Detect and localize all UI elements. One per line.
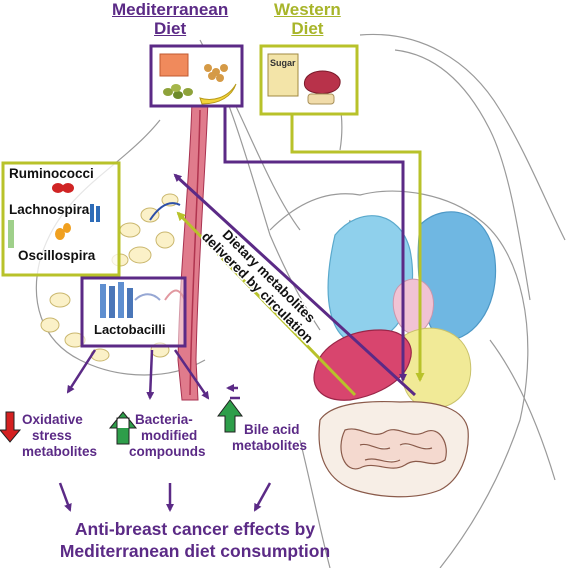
steak-icon: [303, 70, 341, 94]
effect-line: Oxidative: [22, 412, 83, 427]
mediterranean-diet-box: [149, 44, 244, 108]
bacteria-oscillospira: Oscillospira: [18, 248, 96, 263]
mediterranean-title-line1: Mediterranean: [112, 0, 229, 19]
effect-bacteria-modified: Bacteria- modified compounds: [129, 412, 206, 460]
sugar-label: Sugar: [270, 58, 296, 68]
heart: [392, 278, 434, 335]
liver: [313, 329, 412, 401]
stomach: [400, 327, 472, 409]
olives-icon: [163, 88, 173, 96]
mediterranean-diet-title: Mediterranean Diet: [112, 0, 228, 38]
effect-line: metabolites: [22, 444, 98, 459]
bread-icon: [307, 93, 335, 105]
salmon-icon: [159, 53, 189, 77]
circulation-label: Dietary metabolites delivered by circula…: [197, 225, 319, 347]
organs: [313, 211, 497, 498]
effect-oxidative-stress: Oxidative stress metabolites: [22, 412, 97, 460]
lachnospira-icon: [90, 204, 94, 222]
mediterranean-pathway: [173, 106, 417, 397]
bacteria-ruminococci: Ruminococci: [9, 166, 94, 181]
effect-line: metabolites: [232, 438, 308, 453]
conclusion-text: Anti-breast cancer effects by Mediterran…: [45, 518, 345, 562]
oscillospira-icon: [8, 220, 14, 248]
intestines: [318, 401, 469, 498]
circulation-label-line1: Dietary metabolites: [220, 227, 319, 326]
conclusion-line1: Anti-breast cancer effects by: [74, 519, 316, 539]
nuts-icon: [204, 64, 212, 72]
down-arrow-icon: [0, 411, 22, 443]
conclusion-arrows: [58, 482, 272, 512]
banana-icon: [199, 83, 237, 105]
mediterranean-title-line2: Diet: [154, 19, 187, 38]
western-diet-title: Western Diet: [274, 0, 341, 38]
bacteria-lachnospira: Lachnospira: [9, 202, 90, 217]
western-title-line1: Western: [274, 0, 341, 19]
effect-line: stress: [32, 428, 72, 443]
up-arrow-icon: [108, 411, 138, 429]
bacteria-lactobacilli: Lactobacilli: [92, 322, 168, 337]
ruminococci-icon: [52, 183, 64, 193]
effect-arrows: [66, 349, 240, 400]
gut-bacteria-box: [1, 161, 121, 277]
up-arrow-icon: [217, 399, 243, 433]
lactobacilli-icon: [100, 284, 106, 318]
effect-line: modified: [141, 428, 198, 443]
effect-line: Bacteria-: [135, 412, 193, 427]
effect-line: compounds: [129, 444, 206, 459]
western-title-line2: Diet: [291, 19, 324, 38]
effect-line: Bile acid: [244, 422, 300, 437]
conclusion-line2: Mediterranean diet consumption: [59, 541, 331, 561]
sugar-bag-icon: [267, 53, 299, 97]
western-pathway: [176, 114, 425, 397]
western-diet-box: [259, 44, 359, 116]
effect-bile-acid: Bile acid metabolites: [232, 422, 307, 454]
